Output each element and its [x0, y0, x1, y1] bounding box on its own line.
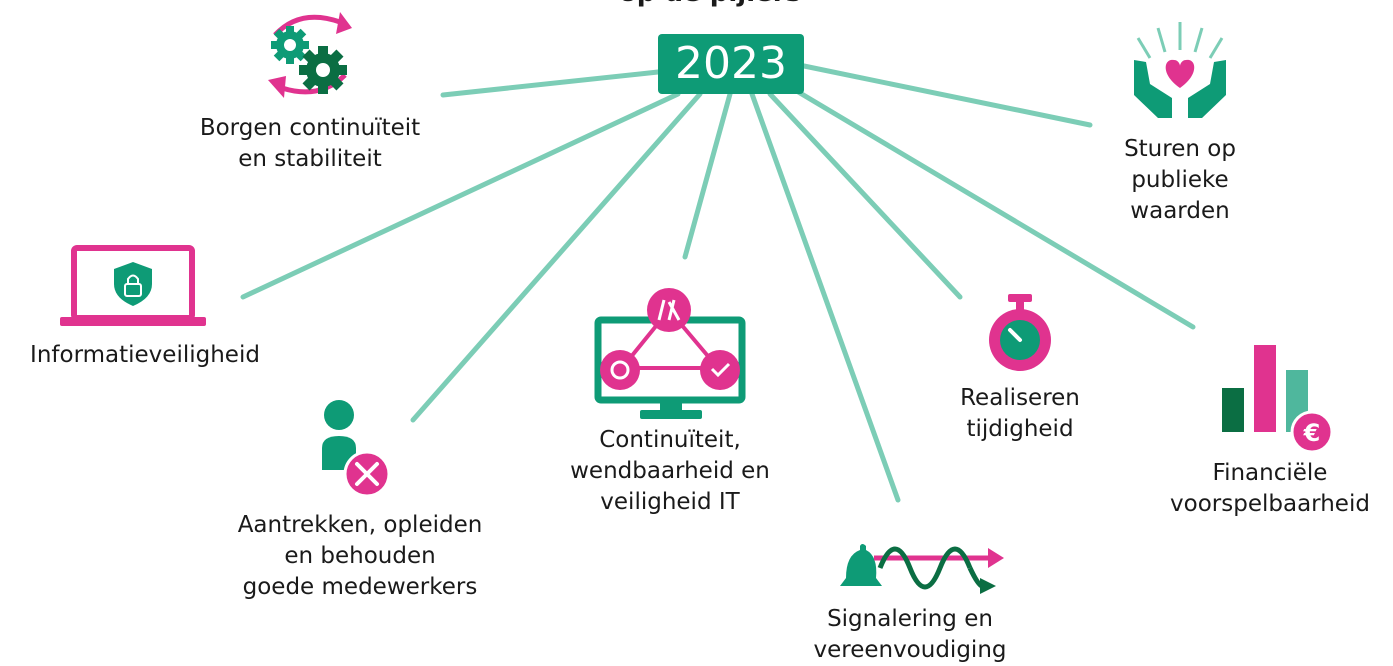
pillar-label-timeliness: Realiseren tijdigheid: [960, 385, 1080, 442]
connector-line-timeliness: [767, 91, 963, 300]
year-badge: 2023: [658, 34, 804, 94]
pillar-label-infosec: Informatieveiligheid: [30, 342, 260, 368]
bell-wave-icon: [840, 544, 1004, 594]
pillar-label-finance: Financiële voorspelbaarheid: [1170, 460, 1370, 517]
laptop-shield-icon: [60, 245, 206, 326]
pillar-label-employees: Aantrekken, opleiden en behouden goede m…: [237, 512, 483, 600]
connector-line-infosec: [240, 91, 681, 300]
svg-text:€: €: [1303, 419, 1321, 447]
hands-heart-icon: [1134, 22, 1226, 118]
connector-line-signals: [749, 91, 901, 503]
connector-line-public-values: [801, 63, 1093, 128]
pillar-label-continuity: Borgen continuïteit en stabiliteit: [199, 115, 421, 172]
connector-line-employees: [410, 91, 703, 423]
connector-line-finance: [792, 87, 1196, 330]
connector-line-continuity: [440, 69, 661, 98]
pillar-label-it: Continuïteit, wendbaarheid en veiligheid…: [570, 427, 770, 515]
bars-euro-icon: €: [1222, 345, 1334, 454]
pillar-label-public-values: Sturen op publieke waarden: [1124, 136, 1236, 224]
pillar-label-signals: Signalering en vereenvoudiging: [813, 606, 1007, 663]
page-title-cut: op de pijlers: [560, 0, 860, 8]
person-tools-icon: [322, 400, 391, 498]
gears-cycle-icon: [268, 12, 352, 98]
stopwatch-icon: [989, 294, 1051, 371]
connector-line-it: [682, 91, 733, 260]
monitor-network-icon: [594, 288, 746, 419]
